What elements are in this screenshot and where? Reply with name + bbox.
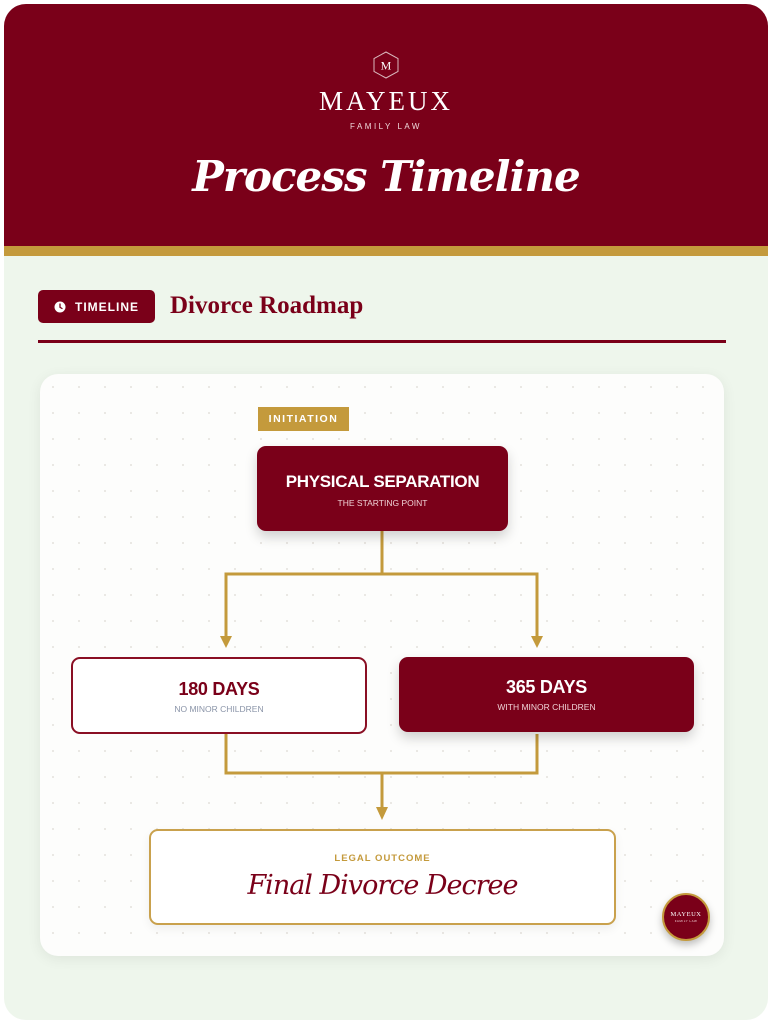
node-title: 180 DAYS	[178, 679, 260, 699]
node-180-days: 180 DAYS NO MINOR CHILDREN	[71, 657, 367, 734]
section-divider	[38, 340, 726, 343]
outcome-label: LEGAL OUTCOME	[334, 853, 431, 864]
monogram-hexagon-icon: M	[373, 51, 399, 79]
header-banner: M MAYEUX FAMILY LAW Process Timeline	[4, 4, 768, 246]
node-final-divorce-decree: LEGAL OUTCOME Final Divorce Decree	[149, 829, 616, 925]
node-title: 365 DAYS	[506, 677, 587, 697]
node-physical-separation: PHYSICAL SEPARATION THE STARTING POINT	[257, 446, 508, 531]
node-subtitle: WITH MINOR CHILDREN	[497, 702, 596, 712]
badge-label: TIMELINE	[75, 299, 139, 314]
node-subtitle: THE STARTING POINT	[337, 498, 428, 508]
brand-name: MAYEUX	[318, 86, 453, 116]
initiation-tag: INITIATION	[258, 407, 349, 431]
outcome-title: Final Divorce Decree	[247, 870, 518, 901]
node-title: PHYSICAL SEPARATION	[285, 472, 480, 491]
brand-seal: MAYEUX FAMILY LAW	[662, 893, 710, 941]
section-title: Divorce Roadmap	[170, 292, 364, 319]
logo-monogram: M	[381, 59, 392, 73]
page-title: Process Timeline	[192, 152, 580, 201]
seal-name: MAYEUX	[670, 911, 702, 918]
timeline-badge: TIMELINE	[38, 290, 155, 323]
header-divider	[4, 246, 768, 256]
seal-subtitle: FAMILY LAW	[674, 919, 698, 923]
node-365-days: 365 DAYS WITH MINOR CHILDREN	[399, 657, 694, 732]
brand-subtitle: FAMILY LAW	[350, 122, 422, 131]
clock-icon	[54, 301, 66, 312]
node-subtitle: NO MINOR CHILDREN	[174, 704, 264, 714]
